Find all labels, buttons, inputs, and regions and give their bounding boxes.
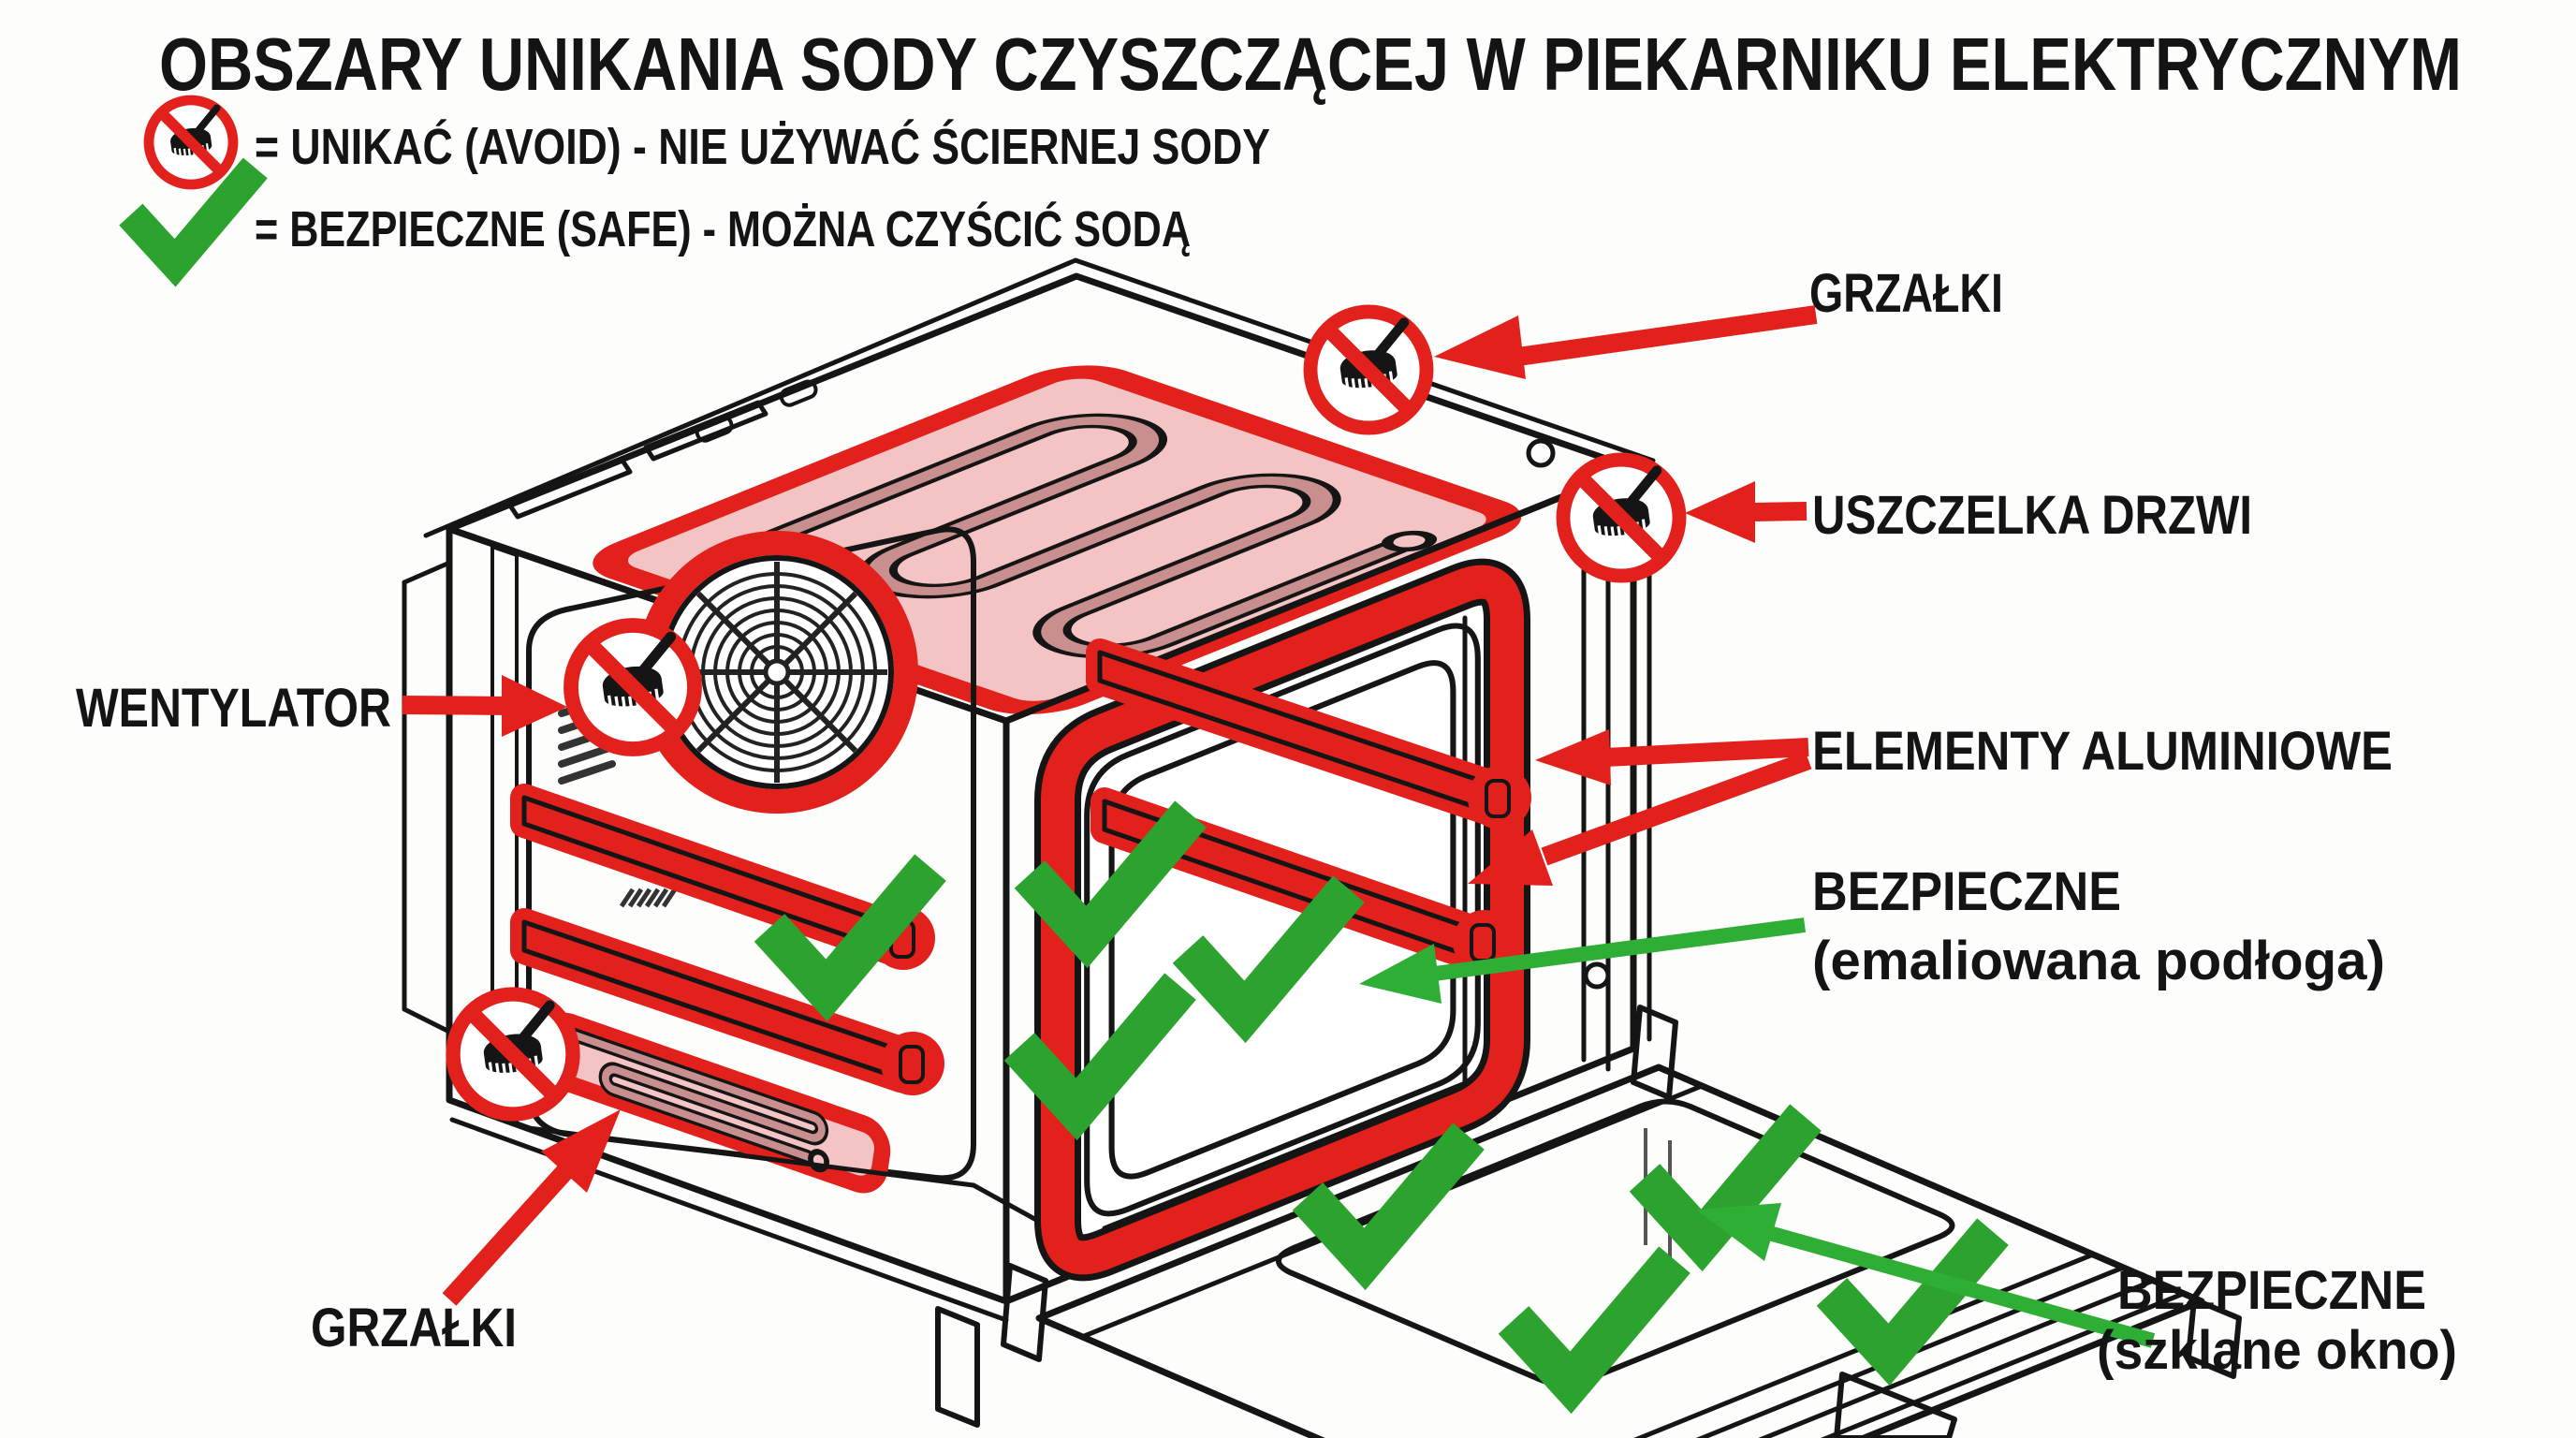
oven-foot — [935, 1306, 980, 1428]
arrow-safe-glass — [1696, 1203, 2156, 1348]
legend-safe-text: = BEZPIECZNE (SAFE) - MOŻNA CZYŚCIĆ SODĄ — [255, 201, 1191, 257]
door-foot — [2186, 1297, 2242, 1379]
door-glass-window — [1276, 1098, 1955, 1387]
door-foot — [1834, 1372, 1957, 1438]
left-wall-rails — [510, 784, 944, 1095]
screw-hole — [1526, 438, 1556, 468]
rail-end-cap — [1468, 766, 1531, 829]
arrow-heaters-bottom — [442, 1109, 621, 1306]
door-hinge — [1631, 1005, 1678, 1100]
arrow-aluminum-upper — [1535, 729, 1809, 785]
back-wall-panel — [526, 526, 976, 1181]
arrow-door-gasket — [1685, 481, 1808, 543]
arrow-fan — [402, 675, 567, 737]
hatch-marks — [619, 888, 678, 908]
label-safe-floor-line2: (emaliowana podłoga) — [1812, 931, 2385, 991]
front-frame — [1003, 438, 1652, 1305]
label-fan: WENTYLATOR — [76, 678, 391, 739]
arrow-heaters-top — [1434, 305, 1818, 379]
rail-end-cap — [881, 1032, 944, 1095]
right-wall-rails — [1086, 638, 1531, 974]
no-scrub-brush-icon-top-heater — [1310, 312, 1427, 428]
label-aluminum: ELEMENTY ALUMINIOWE — [1812, 721, 2393, 782]
page-title: OBSZARY UNIKANIA SODY CZYSZCZĄCEJ W PIEK… — [159, 22, 2462, 106]
pipe-stub — [779, 379, 818, 407]
legend-avoid-text: = UNIKAĆ (AVOID) - NIE UŻYWAĆ ŚCIERNEJ S… — [255, 119, 1270, 175]
no-scrub-brush-icon-gasket — [1563, 460, 1679, 576]
label-safe-glass-line2: (szklane okno) — [2097, 1320, 2457, 1381]
door-hinge — [1001, 1263, 1048, 1362]
oven-interior — [510, 526, 1068, 1239]
legend: = UNIKAĆ (AVOID) - NIE UŻYWAĆ ŚCIERNEJ S… — [141, 100, 1270, 263]
screw-hole — [1583, 961, 1611, 990]
label-heaters-top: GRZAŁKI — [1809, 263, 2003, 324]
label-safe-glass-line1: BEZPIECZNE — [2117, 1260, 2426, 1321]
arrow-safe-floor — [1359, 917, 1807, 1004]
pipe-stub — [695, 415, 734, 443]
annotation-arrows — [402, 305, 2156, 1348]
label-heaters-bottom: GRZAŁKI — [311, 1298, 517, 1358]
fan-icon — [636, 531, 918, 814]
label-safe-floor-line1: BEZPIECZNE — [1812, 861, 2121, 922]
no-scrub-brush-icon-bottom-heater — [453, 994, 573, 1114]
arrow-aluminum-lower — [1468, 751, 1812, 886]
label-door-gasket: USZCZELKA DRZWI — [1812, 485, 2252, 546]
no-scrub-brush-icon — [149, 100, 233, 184]
top-vent-slot — [507, 458, 633, 520]
callout-labels: GRZAŁKI USZCZELKA DRZWI ELEMENTY ALUMINI… — [76, 263, 2457, 1381]
no-scrub-brush-icon-fan — [571, 625, 695, 749]
